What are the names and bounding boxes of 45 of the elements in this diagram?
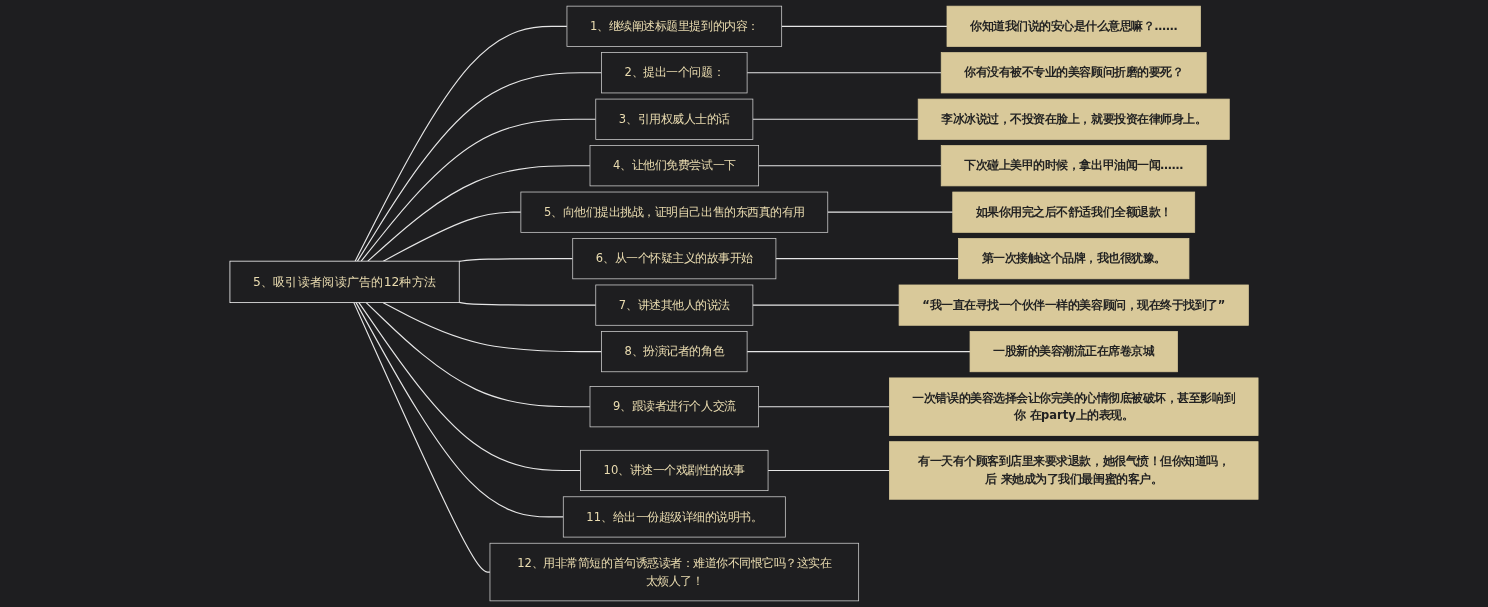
connector [355,302,564,518]
connector [746,351,971,353]
node-box: 下次碰上美甲的时候，拿出甲油闻一闻…… [940,145,1207,187]
connector [775,258,960,260]
connector [781,25,948,27]
connector [458,258,574,262]
node-box: 如果你用完之后不舒适我们全额退款！ [952,191,1196,233]
connector [752,118,919,120]
connector [382,302,603,353]
node-box: 1、继续阐述标题里提到的内容： [566,5,783,47]
connector [353,302,491,573]
connector [767,469,890,472]
node-box: 有一天有个顾客到店里来要求退款，她很气愤！但你知道吗，后 来她成为了我们最闺蜜的客户。 [889,441,1259,500]
node-box: 9、跟读者进行个人交流 [589,386,759,428]
node-box: 你知道我们说的安心是什么意思嘛？…… [946,5,1201,47]
connector [746,72,942,74]
node-box: 4、让他们免费尝试一下 [589,145,759,187]
node-box: 8、扮演记者的角色 [601,331,748,373]
connector [758,165,942,167]
node-box: 5、吸引读者阅读广告的12种方法 [229,260,460,304]
connector [358,302,582,472]
node-box: “我一直在寻找一个伙伴一样的美容顾问，现在终于找到了” [898,284,1249,326]
connector [356,72,603,262]
node-box: 12、用非常简短的首句诱惑读者：难道你不同恨它吗？这实在太烦人了！ [489,542,860,602]
node-box: 一股新的美容潮流正在席卷京城 [969,331,1178,373]
node-box: 一次错误的美容选择会让你完美的心情彻底被破坏，甚至影响到你 在party上的表现。 [889,377,1259,436]
node-box: 7、讲述其他人的说法 [595,284,754,326]
connector [360,118,597,262]
connector [354,25,568,262]
node-box: 第一次接触这个品牌，我也很犹豫。 [958,238,1190,280]
node-box: 11、给出一份超级详细的说明书。 [562,496,786,538]
node-box: 10、讲述一个戏剧性的故事 [580,449,769,491]
connector [382,211,522,262]
node-box: 6、从一个怀疑主义的故事开始 [572,238,777,280]
connector [752,304,900,306]
connector [365,302,591,408]
node-box: 5、向他们提出挑战，证明自己出售的东西真的有用 [520,191,829,233]
node-box: 李冰冰说过，不投资在脸上，就要投资在律师身上。 [917,98,1230,140]
connector [827,211,954,213]
node-box: 2、提出一个问题： [601,52,748,94]
connector [758,406,890,408]
connector [458,301,597,306]
node-box: 3、引用权威人士的话 [595,98,754,140]
node-box: 你有没有被不专业的美容顾问折磨的要死？ [940,52,1207,94]
connector [367,165,591,262]
